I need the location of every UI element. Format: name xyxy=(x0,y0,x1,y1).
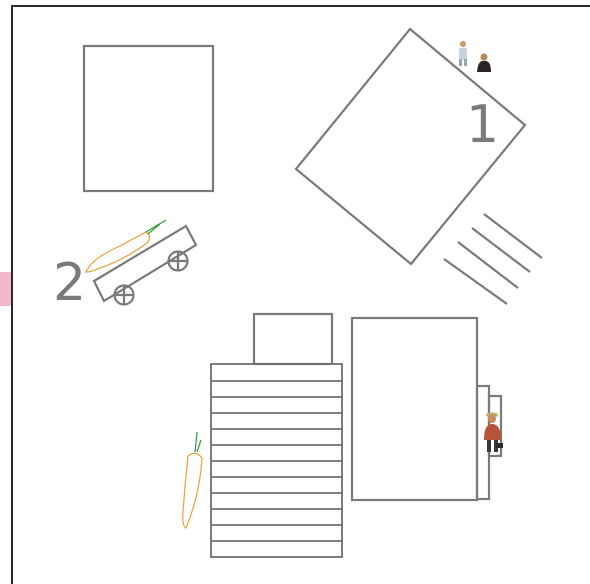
marker-1: 1 xyxy=(466,95,499,155)
cart[interactable] xyxy=(85,219,198,306)
villagers[interactable] xyxy=(459,40,491,72)
edge-tab[interactable] xyxy=(0,272,11,306)
marker-2: 2 xyxy=(53,253,86,313)
carrot-by-stairs-icon[interactable] xyxy=(182,431,203,529)
stair-top-block xyxy=(252,312,334,366)
tall-building-body xyxy=(350,316,479,502)
villager-dark-icon xyxy=(477,53,491,72)
building-square[interactable] xyxy=(82,44,215,193)
carrot-on-cart-icon xyxy=(85,219,167,273)
villager-light-icon xyxy=(459,40,467,66)
cart-wheel-right xyxy=(167,250,189,272)
ramp-lines xyxy=(443,213,543,305)
tall-building[interactable] xyxy=(350,316,503,502)
stair-steps xyxy=(211,380,342,542)
worker-icon[interactable] xyxy=(484,412,503,453)
stair-tower[interactable] xyxy=(210,312,343,558)
cart-wheel-left xyxy=(113,284,135,306)
building-diamond[interactable] xyxy=(294,27,527,266)
cart-body xyxy=(92,224,198,303)
map-frame xyxy=(11,5,590,584)
